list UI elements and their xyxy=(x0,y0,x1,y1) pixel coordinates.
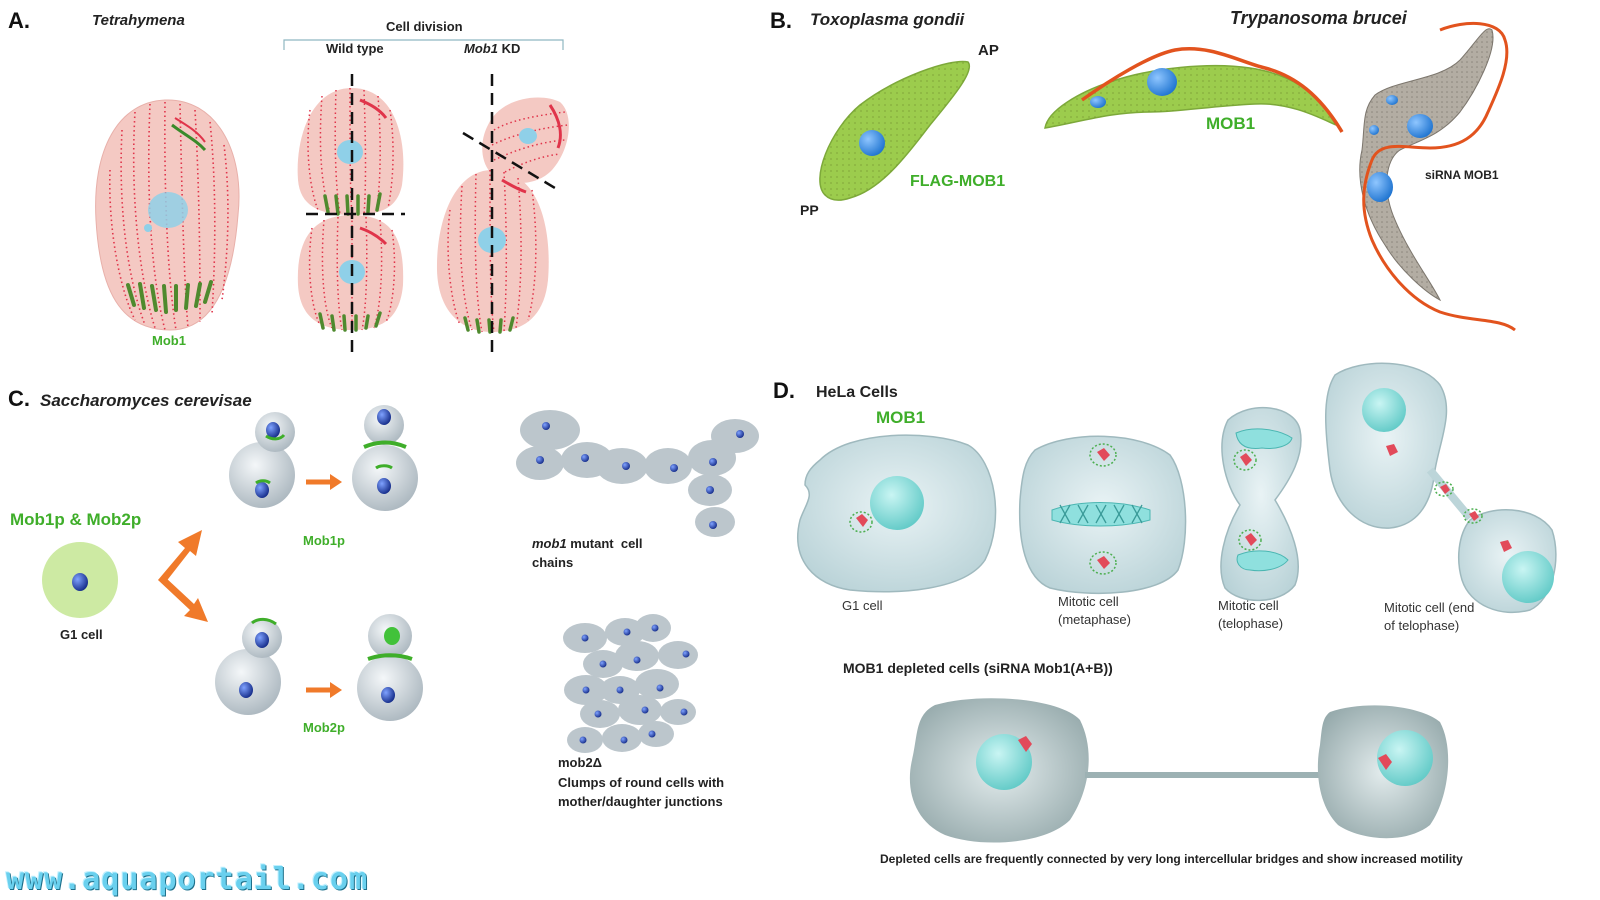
hela-g1-label: G1 cell xyxy=(842,598,883,613)
mob1-mutant-rest: mutant cell xyxy=(566,536,643,551)
depleted-title: MOB1 depleted cells (siRNA Mob1(A+B)) xyxy=(843,660,1113,676)
panel-d-artwork xyxy=(797,362,1557,843)
mob1-depleted-cells xyxy=(909,698,1449,843)
end-telophase-label-2: of telophase) xyxy=(1384,618,1460,633)
mob1p-label: Mob1p xyxy=(303,533,345,548)
chains-label: chains xyxy=(532,555,574,570)
cell-division-label: Cell division xyxy=(386,19,463,34)
mob1-kd-label: Mob1 KD xyxy=(464,41,520,57)
telophase-label-2: (telophase) xyxy=(1218,616,1284,631)
clumps-line2: mother/daughter junctions xyxy=(558,794,723,809)
clumps-line1: Clumps of round cells with xyxy=(558,775,725,790)
hela-telophase-cell xyxy=(1220,407,1302,602)
tetra-mob1-label: Mob1 xyxy=(152,333,186,348)
panel-b-artwork xyxy=(819,21,1516,332)
panel-a-artwork xyxy=(95,39,569,355)
panel-d-title: HeLa Cells xyxy=(816,384,898,401)
metaphase-label-2: (metaphase) xyxy=(1058,612,1131,627)
yeast-mob2p-row xyxy=(215,614,423,721)
end-telophase-label-1: Mitotic cell (end xyxy=(1384,600,1475,615)
cell-division-bracket xyxy=(283,39,564,50)
branch-arrows xyxy=(158,530,208,622)
mob1-mutant-chain xyxy=(516,410,759,537)
panel-b-tryp-species: Trypanosoma brucei xyxy=(1230,8,1407,28)
panel-d-letter: D. xyxy=(773,378,795,403)
panel-c-artwork xyxy=(42,405,759,753)
watermark-logo: www.aquaportail.com xyxy=(6,862,369,897)
depleted-caption: Depleted cells are frequently connected … xyxy=(880,852,1463,866)
yeast-g1-label: G1 cell xyxy=(60,627,103,642)
hela-metaphase-cell xyxy=(1018,435,1187,595)
wild-type-label: Wild type xyxy=(326,41,384,56)
hela-end-telophase-cells xyxy=(1325,362,1557,614)
pp-label: PP xyxy=(800,202,819,218)
mob1-mutant-gene: mob1 xyxy=(532,536,567,551)
tetrahymena-mob1-kd-division xyxy=(436,74,569,355)
tetrahymena-cell xyxy=(95,99,240,331)
mob2p-label: Mob2p xyxy=(303,720,345,735)
mob1-kd-suffix: KD xyxy=(497,41,521,56)
toxoplasma-cell xyxy=(819,60,971,201)
mob-pair-label: Mob1p & Mob2p xyxy=(10,510,142,529)
ap-label: AP xyxy=(978,42,999,59)
panel-c-letter: C. xyxy=(8,386,30,411)
panel-b-toxo-species: Toxoplasma gondii xyxy=(810,10,965,29)
panel-a-letter: A. xyxy=(8,8,30,33)
panel-a-species: Tetrahymena xyxy=(92,12,185,29)
sirna-mob1-label: siRNA MOB1 xyxy=(1425,168,1499,182)
tetrahymena-wild-type-division xyxy=(297,74,405,355)
trypanosoma-mob1-cell xyxy=(1044,47,1344,133)
yeast-g1-cell xyxy=(42,542,118,618)
mob2-delta-clump xyxy=(563,614,698,753)
trypanosoma-sirna-cell xyxy=(1359,21,1516,332)
flag-mob1-label: FLAG-MOB1 xyxy=(910,173,1006,190)
panel-b-letter: B. xyxy=(770,8,792,33)
hela-mob1-label: MOB1 xyxy=(876,408,926,427)
mob1-mutant-label: mob1 mutant cell xyxy=(532,536,643,552)
tryp-mob1-label: MOB1 xyxy=(1206,114,1256,133)
hela-g1-cell xyxy=(797,434,997,593)
telophase-label-1: Mitotic cell xyxy=(1218,598,1279,613)
panel-c-species: Saccharomyces cerevisae xyxy=(40,391,252,410)
metaphase-label-1: Mitotic cell xyxy=(1058,594,1119,609)
mob2-delta-label: mob2Δ xyxy=(558,755,603,770)
mob1-kd-gene: Mob1 xyxy=(464,41,498,56)
yeast-mob1p-row xyxy=(229,405,418,511)
